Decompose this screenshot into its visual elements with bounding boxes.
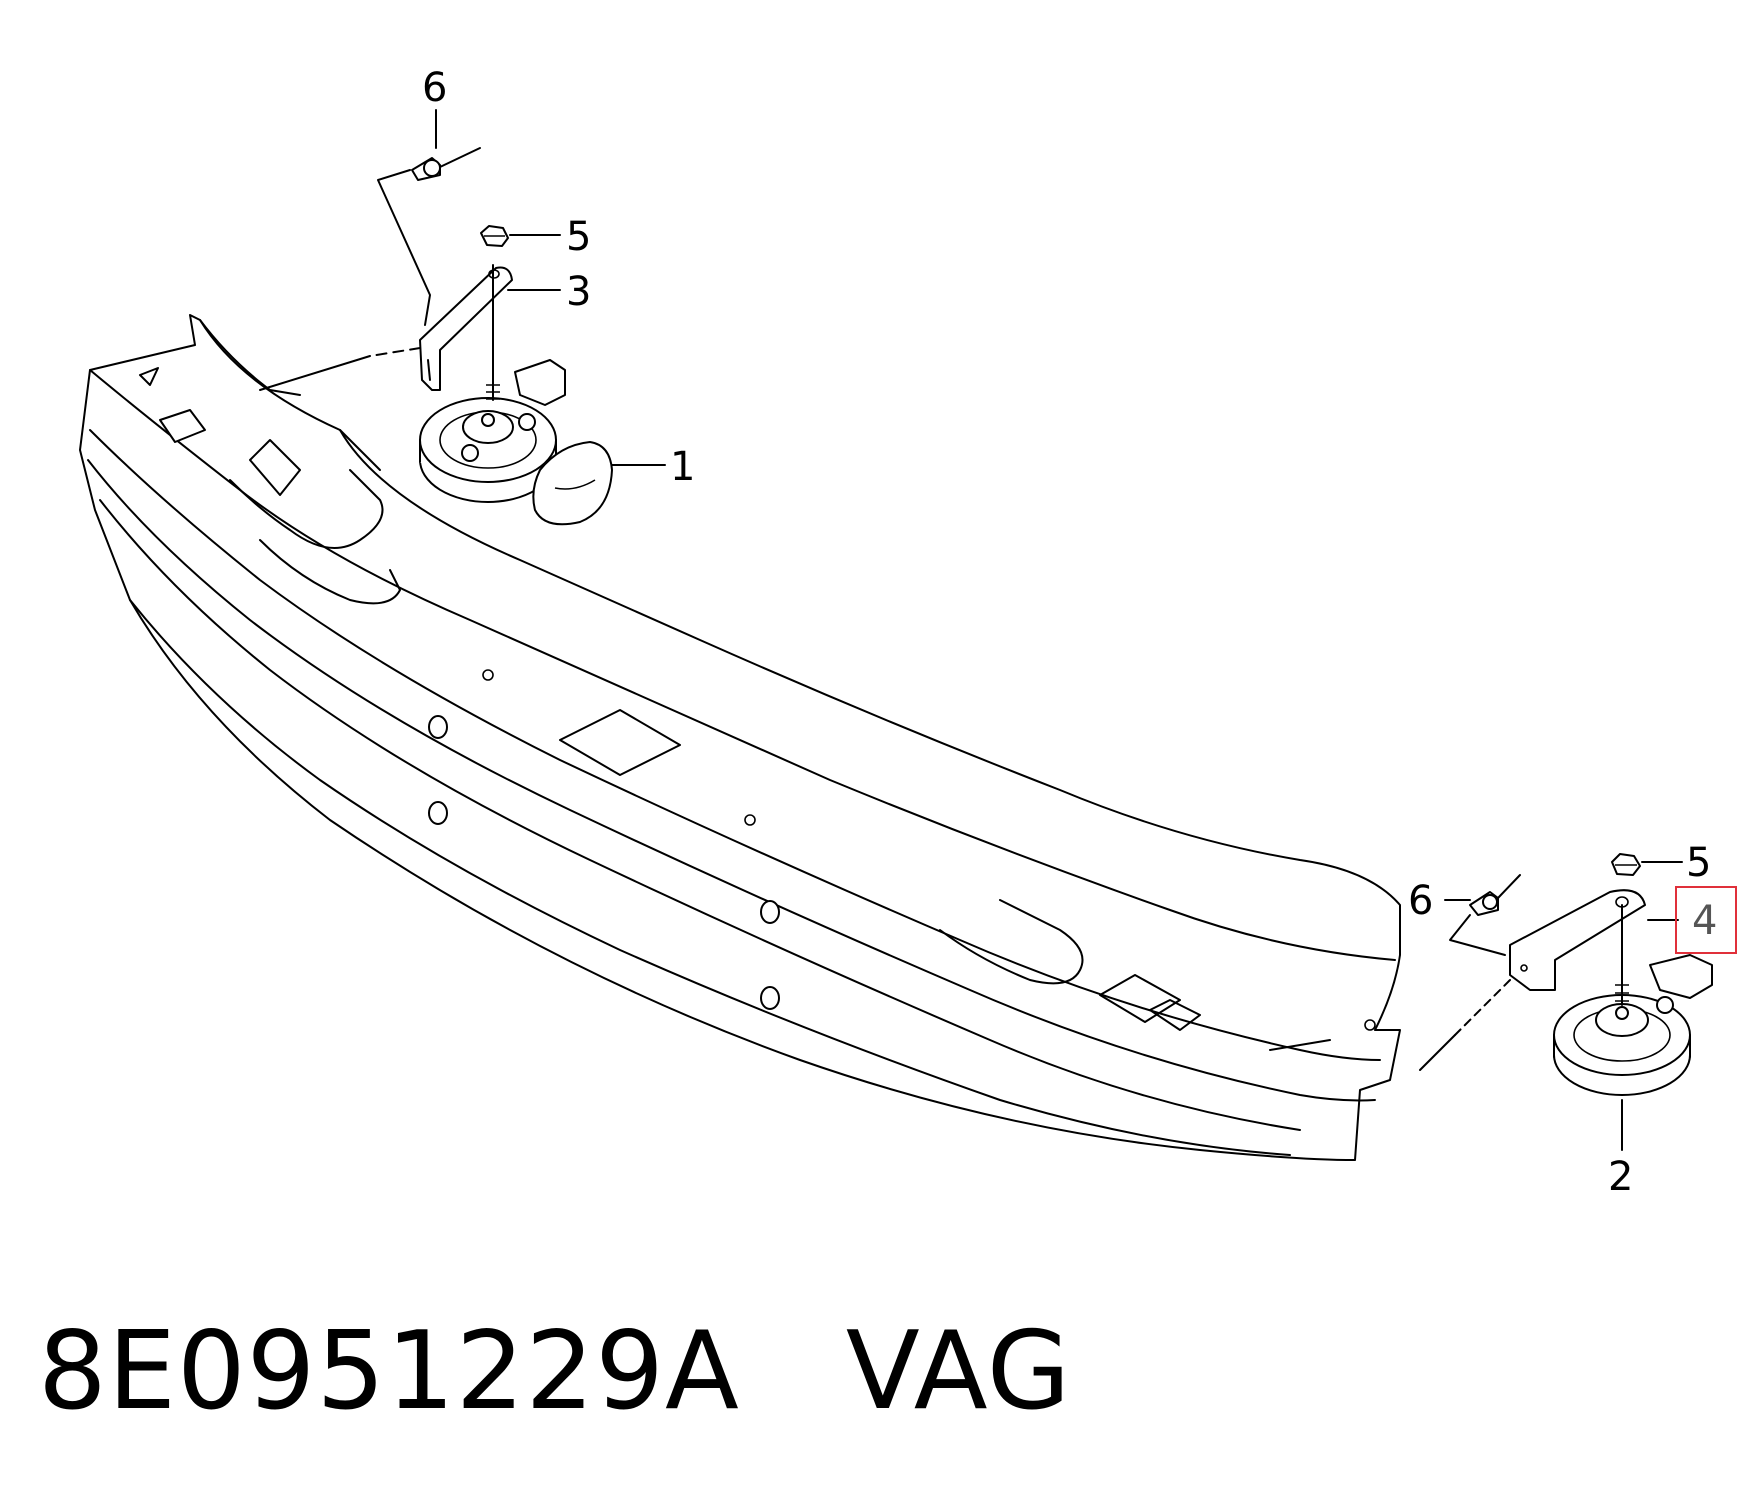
cross-member (79, 314, 1401, 1161)
callout-3: 3 (566, 269, 591, 315)
bracket-4 (1509, 889, 1646, 991)
rivet-upper (411, 147, 481, 181)
callout-5-top: 5 (566, 214, 591, 260)
callout-6-top: 6 (422, 65, 447, 111)
rivet-lower (1469, 874, 1521, 916)
part-number-caption: 8E0951229A VAG (38, 1318, 1071, 1426)
nut-lower (1611, 853, 1641, 876)
leader-lines (259, 109, 1683, 1151)
callout-5-bottom: 5 (1686, 840, 1711, 886)
callout-6-bottom: 6 (1408, 878, 1433, 924)
callout-4-highlight (1675, 886, 1737, 954)
horn-2 (1553, 954, 1713, 1096)
bracket-3 (419, 266, 513, 391)
nut-upper (480, 225, 509, 247)
callout-1: 1 (670, 444, 695, 490)
part-number: 8E0951229A (38, 1309, 740, 1434)
brand-name: VAG (845, 1309, 1072, 1434)
horn-1 (419, 359, 613, 526)
callout-2: 2 (1608, 1154, 1633, 1200)
stud-upper (486, 264, 500, 401)
callout-4: 4 (1692, 898, 1717, 944)
stud-lower (1615, 904, 1629, 1006)
